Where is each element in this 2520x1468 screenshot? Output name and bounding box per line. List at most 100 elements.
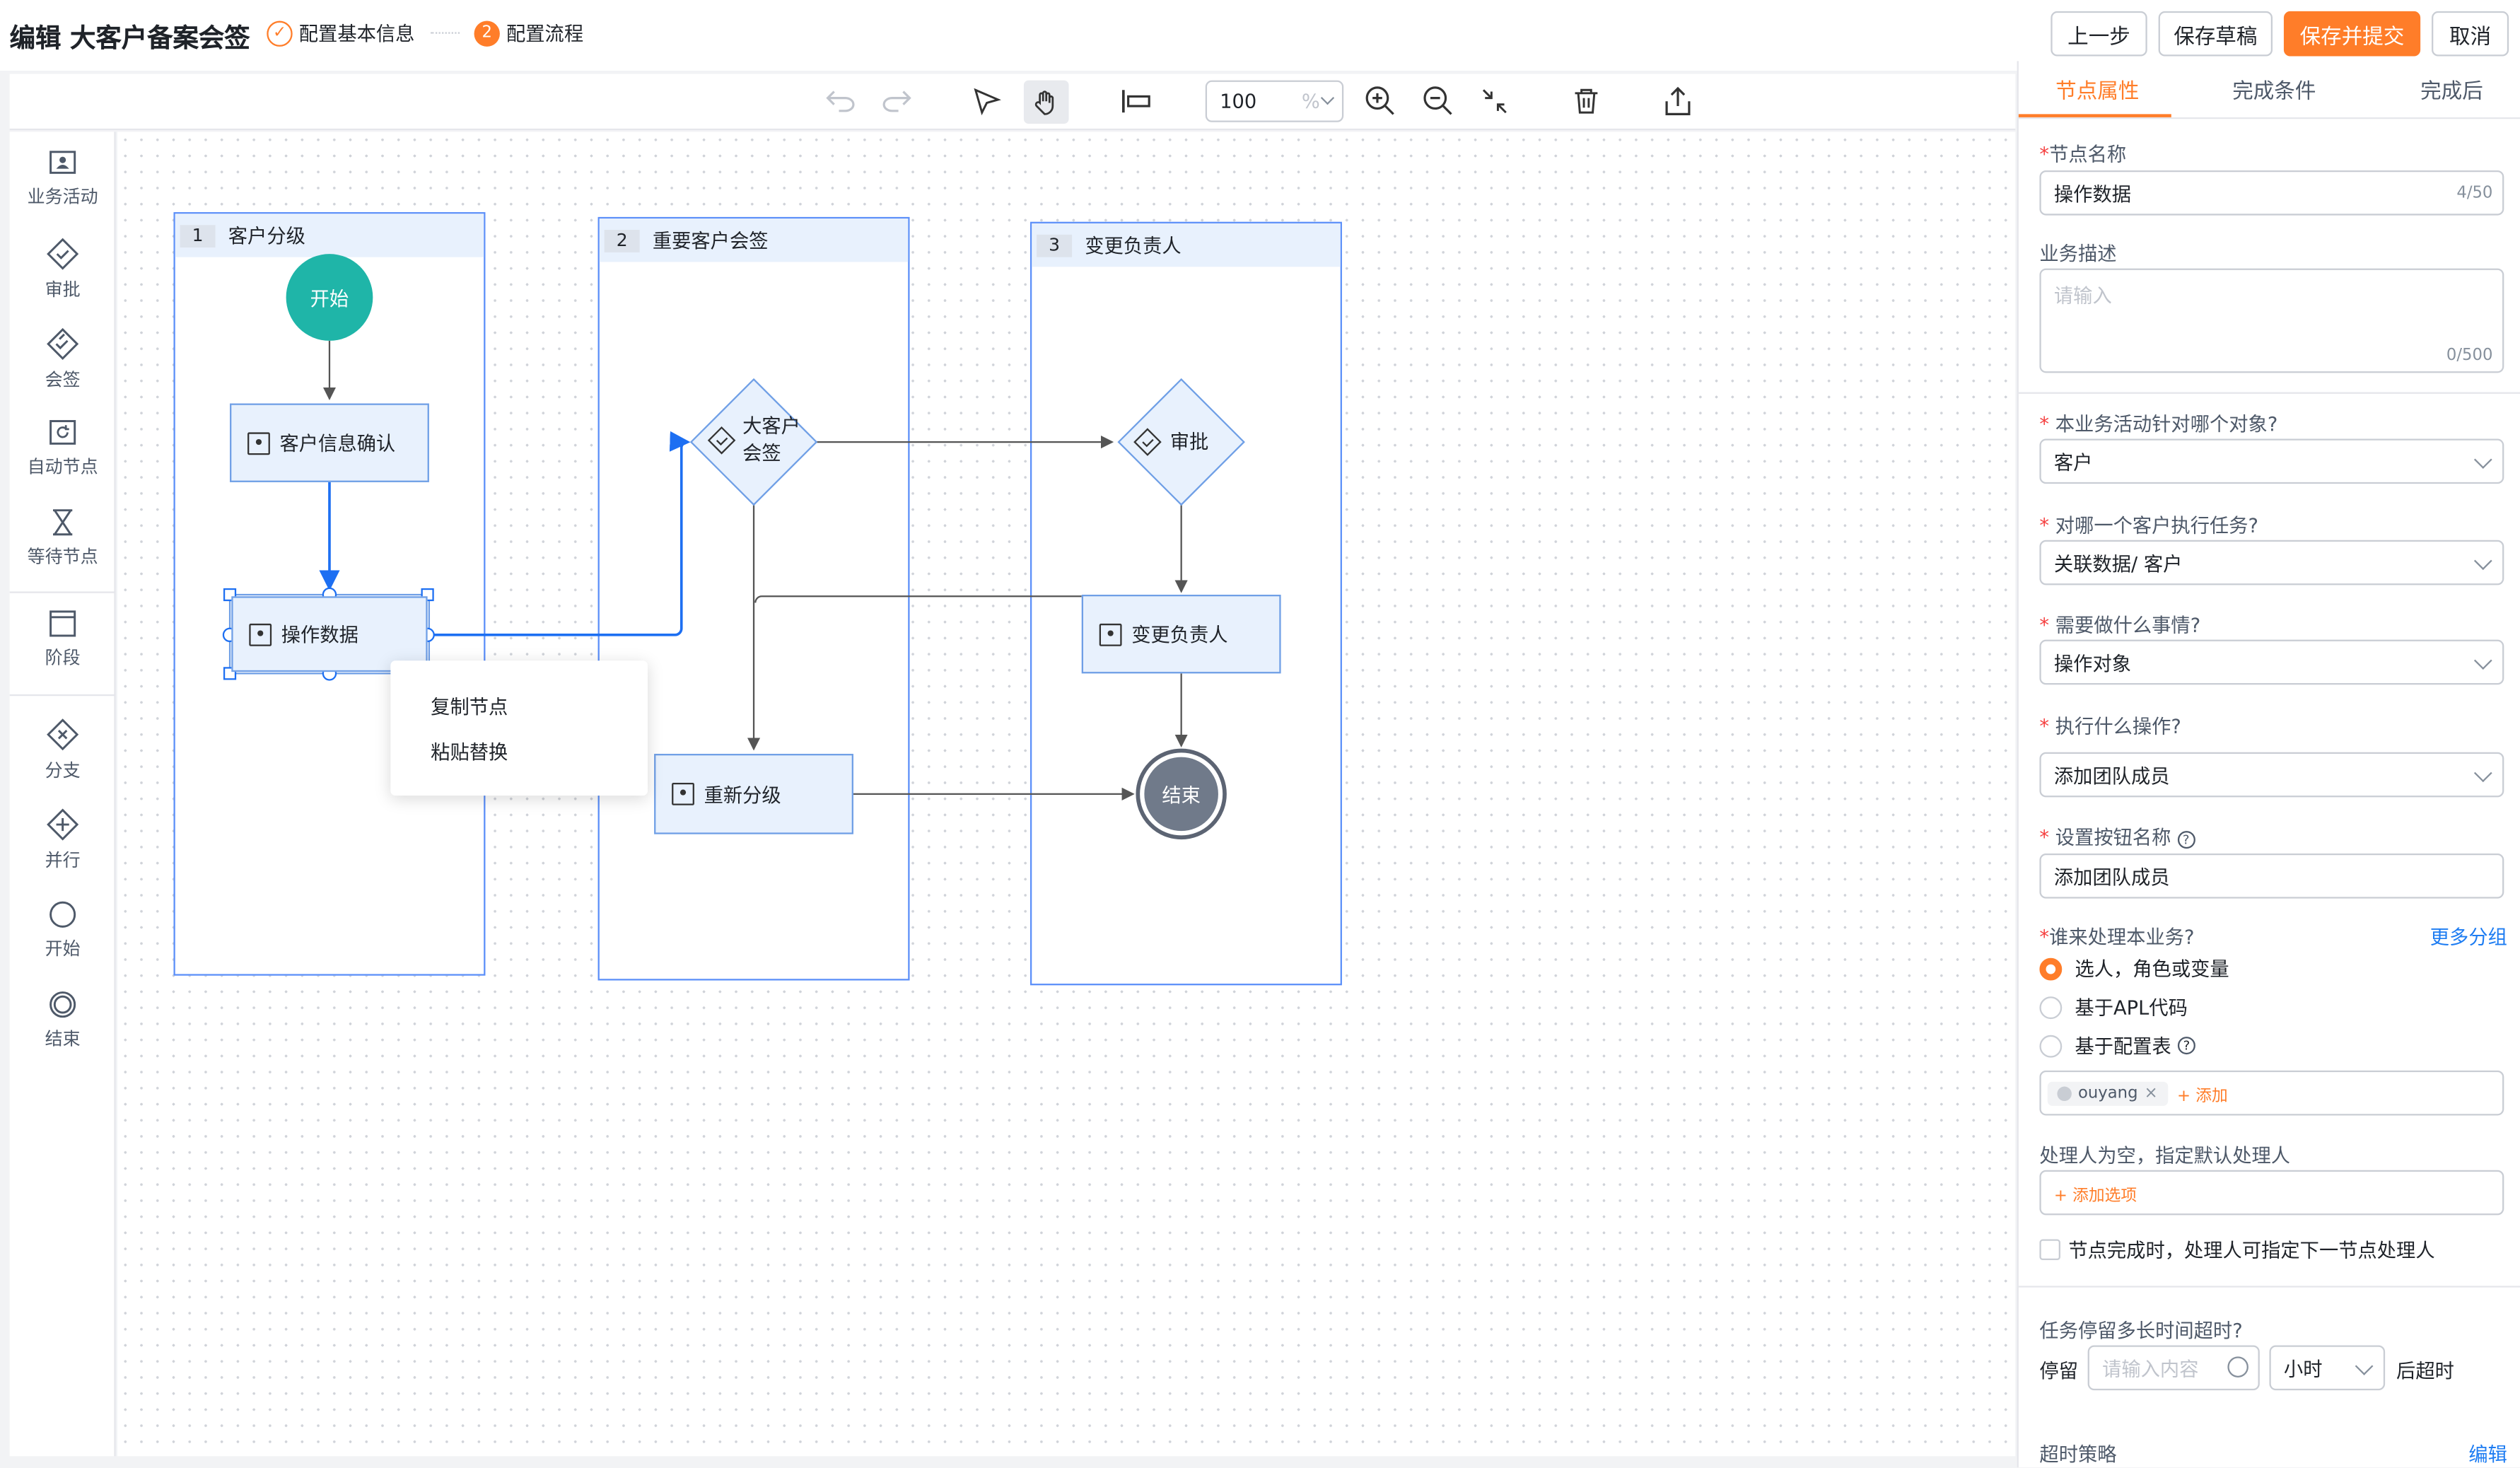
desc-label: 业务描述: [2039, 243, 2117, 266]
cancel-button[interactable]: 取消: [2432, 11, 2509, 57]
node-operate-data[interactable]: 操作数据: [231, 596, 428, 672]
palette-wait-node[interactable]: 等待节点: [10, 508, 116, 569]
radio-checked: [2039, 957, 2063, 980]
palette-label: 等待节点: [27, 546, 98, 568]
palette-branch[interactable]: 分支: [10, 718, 116, 783]
timeout-label: 任务停留多长时间超时?: [2039, 1320, 2243, 1342]
palette-countersign[interactable]: 会签: [10, 327, 116, 392]
palette-start[interactable]: 开始: [10, 900, 116, 961]
context-menu: 复制节点 粘贴替换: [390, 660, 648, 796]
section-divider: [2018, 392, 2520, 394]
radio-config-table[interactable]: 基于配置表 ?: [2039, 1032, 2195, 1059]
palette-parallel[interactable]: 并行: [10, 808, 116, 873]
stay-duration-input[interactable]: 请输入内容: [2087, 1345, 2260, 1391]
fit-view-icon[interactable]: [1477, 83, 1512, 119]
align-left-icon[interactable]: [1119, 83, 1154, 119]
lane-number: 1: [180, 224, 216, 247]
chevron-down-icon: [2473, 651, 2492, 670]
palette-label: 并行: [45, 850, 81, 871]
hand-pan-icon[interactable]: [1023, 80, 1069, 124]
start-circle-icon: [49, 901, 76, 928]
desc-placeholder: 请输入: [2053, 284, 2112, 308]
prev-button[interactable]: 上一步: [2051, 11, 2147, 57]
radio-apl-code[interactable]: 基于APL代码: [2039, 994, 2188, 1021]
approve-diamond: [1117, 378, 1245, 506]
delete-trash-icon[interactable]: [1568, 83, 1604, 119]
palette-end[interactable]: 结束: [10, 990, 116, 1051]
char-count: 0/500: [2446, 346, 2493, 365]
palette-divider: [9, 591, 116, 593]
redo-icon[interactable]: [879, 83, 914, 119]
step1-label: 配置基本信息: [298, 22, 415, 45]
add-handler-link[interactable]: + 添加: [2176, 1087, 2228, 1105]
export-share-icon[interactable]: [1660, 83, 1696, 119]
node-approve[interactable]: 审批: [1169, 431, 1209, 453]
tab-completion[interactable]: 完成条件: [2232, 80, 2316, 105]
palette-stage[interactable]: 阶段: [10, 609, 116, 670]
menu-copy-node[interactable]: 复制节点: [431, 696, 508, 719]
menu-paste-replace[interactable]: 粘贴替换: [431, 740, 508, 764]
page-title: 编辑 大客户备案会签: [9, 22, 250, 54]
save-submit-button[interactable]: 保存并提交: [2283, 11, 2421, 57]
palette-label: 结束: [45, 1028, 81, 1050]
handler-tag-input[interactable]: ouyang × + 添加: [2039, 1070, 2504, 1116]
palette-auto-node[interactable]: 自动节点: [10, 418, 116, 479]
save-draft-button[interactable]: 保存草稿: [2158, 11, 2273, 57]
stay-label: 停留: [2039, 1359, 2079, 1382]
chevron-down-icon: [2473, 552, 2492, 571]
customer-label: * 对哪一个客户执行任务?: [2039, 514, 2259, 537]
lane-title: 重要客户会签: [652, 230, 769, 252]
lane-title: 客户分级: [228, 225, 305, 248]
user-tag: ouyang ×: [2047, 1080, 2168, 1105]
operation-select[interactable]: 添加团队成员: [2039, 752, 2504, 798]
node-countersign[interactable]: 大客户 会签: [742, 413, 800, 467]
customer-select[interactable]: 关联数据/ 客户: [2039, 540, 2504, 586]
countersign-icon: [47, 327, 79, 360]
close-icon[interactable]: ×: [2144, 1084, 2158, 1102]
select-pointer-icon[interactable]: [969, 83, 1005, 119]
node-change-owner[interactable]: 变更负责人: [1081, 595, 1281, 674]
node-label-line1: 大客户: [742, 414, 800, 438]
end-node[interactable]: 结束: [1162, 784, 1201, 808]
tab-after-complete[interactable]: 完成后: [2420, 80, 2483, 105]
default-handler-input[interactable]: + 添加选项: [2039, 1170, 2504, 1216]
zoom-in-icon[interactable]: [1363, 83, 1399, 119]
object-select[interactable]: 客户: [2039, 438, 2504, 484]
lane-title: 变更负责人: [1085, 234, 1182, 257]
button-name-input[interactable]: 添加团队成员: [2039, 853, 2504, 899]
undo-icon[interactable]: [823, 83, 858, 119]
node-regrade[interactable]: 重新分级: [654, 754, 853, 834]
user-tag-name: ouyang: [2077, 1084, 2138, 1102]
tab-node-properties[interactable]: 节点属性: [2055, 80, 2140, 105]
edit-policy-link[interactable]: 编辑: [2468, 1443, 2507, 1466]
radio-select-person[interactable]: 选人，角色或变量: [2039, 955, 2229, 982]
zoom-out-icon[interactable]: [1421, 83, 1456, 119]
node-customer-confirm[interactable]: 客户信息确认: [230, 403, 429, 482]
palette-divider: [9, 694, 116, 697]
palette-business-activity[interactable]: 业务活动: [10, 148, 116, 209]
desc-textarea[interactable]: 请输入 0/500: [2039, 268, 2504, 373]
approve-icon: [47, 238, 79, 270]
node-name-input[interactable]: 操作数据 4/50: [2039, 170, 2504, 216]
node-label: 操作数据: [281, 623, 358, 646]
start-node[interactable]: 开始: [310, 287, 349, 310]
palette-label: 开始: [45, 938, 81, 960]
more-group-link[interactable]: 更多分组: [2429, 926, 2507, 949]
properties-panel: 节点属性 完成条件 完成后 *节点名称 操作数据 4/50 业务描述 请输入 0…: [2017, 61, 2520, 1468]
step-basic-info[interactable]: ✓ 配置基本信息: [267, 19, 414, 47]
lane-number: 3: [1037, 233, 1073, 257]
after-timeout-label: 后超时: [2396, 1359, 2454, 1382]
step-config-flow[interactable]: 2 配置流程: [474, 19, 583, 47]
assign-next-checkbox[interactable]: 节点完成时，处理人可指定下一节点处理人: [2039, 1236, 2435, 1264]
zoom-input[interactable]: 100 %: [1205, 80, 1344, 122]
todo-select[interactable]: 操作对象: [2039, 639, 2504, 685]
palette-approve[interactable]: 审批: [10, 238, 116, 302]
activity-icon: [1099, 622, 1122, 646]
activity-icon: [672, 782, 694, 805]
step-divider: [431, 32, 460, 34]
palette-label: 会签: [45, 369, 81, 391]
add-option-link[interactable]: + 添加选项: [2053, 1187, 2137, 1205]
radio-unchecked: [2039, 1034, 2063, 1057]
time-unit-select[interactable]: 小时: [2269, 1345, 2386, 1391]
